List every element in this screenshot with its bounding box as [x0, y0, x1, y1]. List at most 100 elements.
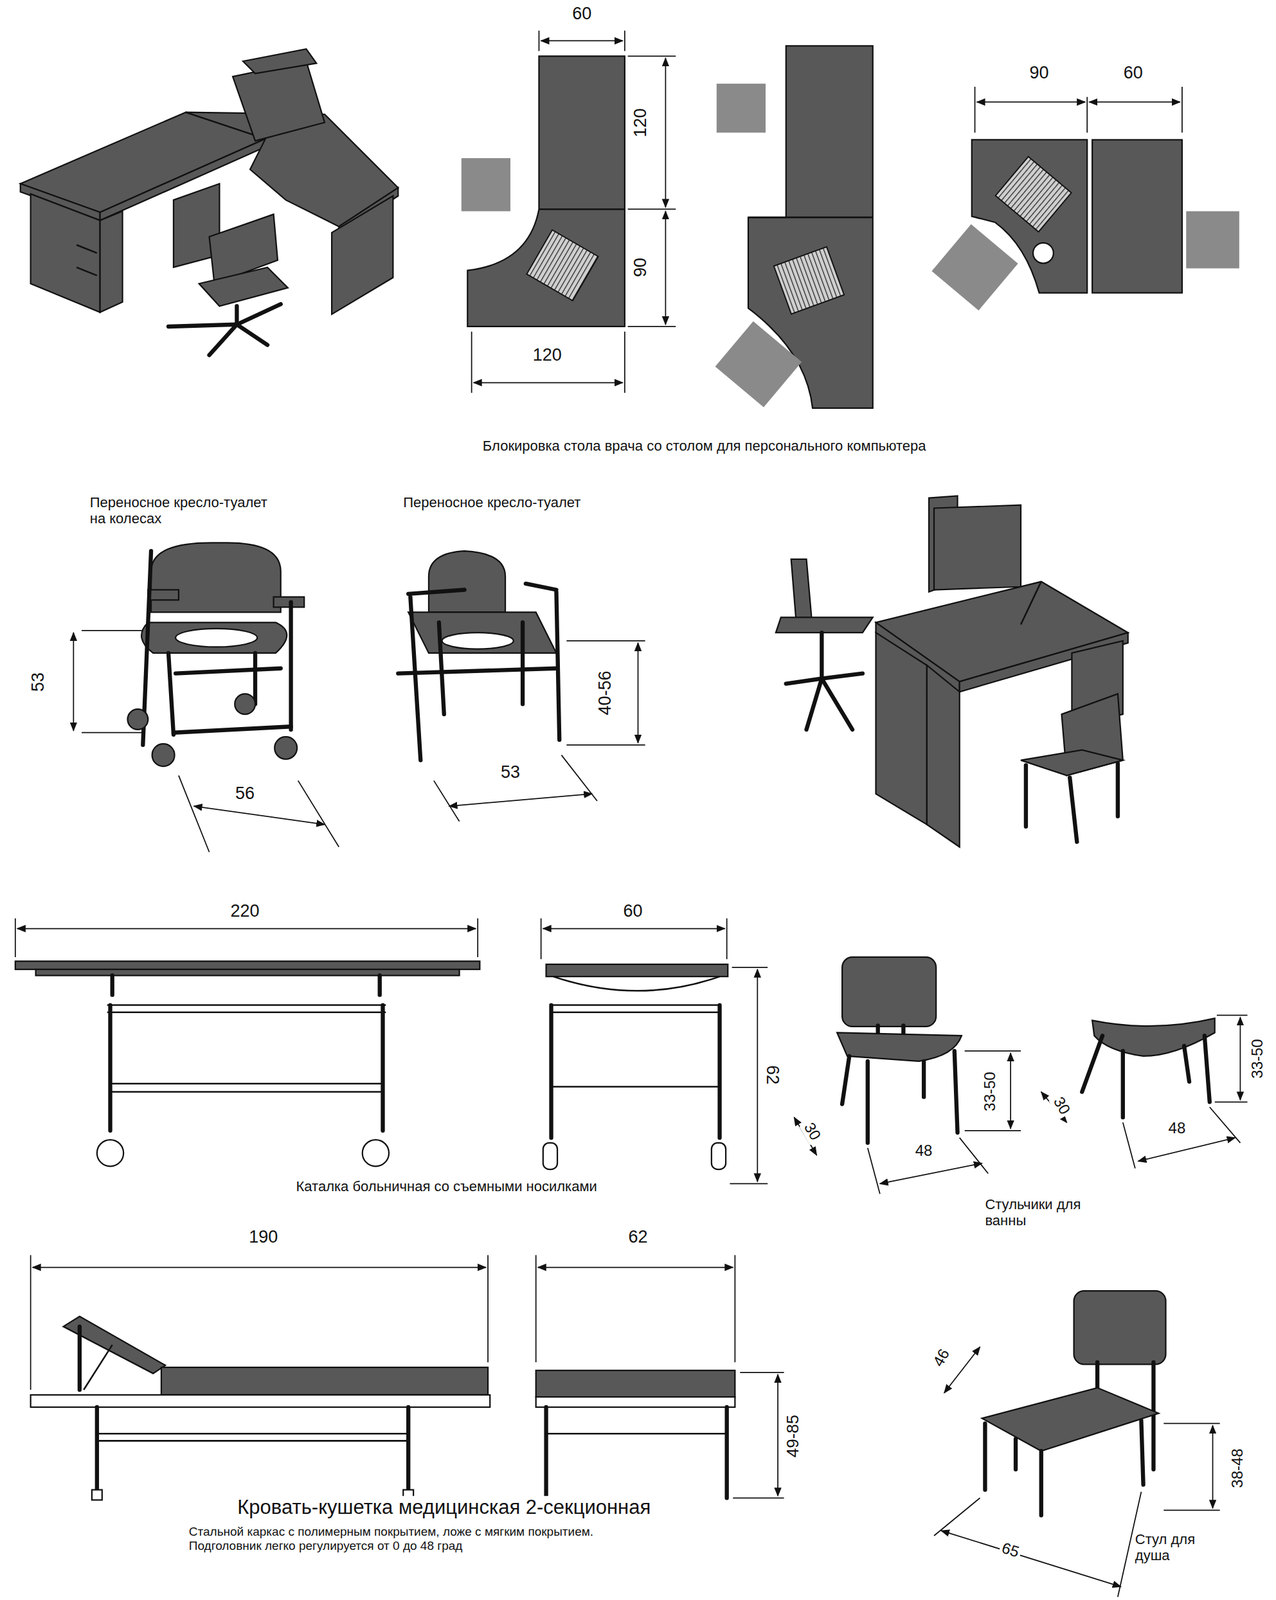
drawing-part [1013, 1438, 1018, 1470]
drawing-part [439, 622, 445, 715]
drawing-part [1088, 101, 1180, 103]
drawing-part [1186, 211, 1240, 269]
drawing-part [1141, 1420, 1143, 1485]
drawing-part [637, 642, 639, 744]
drawing-part [1163, 1423, 1220, 1425]
drawing-part [974, 86, 976, 133]
drawing-part [543, 1142, 558, 1170]
drawing-part [1074, 1290, 1167, 1365]
dimension-label: 90 [1027, 63, 1052, 84]
hospital-stretcher-front [541, 918, 769, 1185]
drawing-part [739, 1371, 784, 1374]
drawing-part [406, 1407, 411, 1498]
drawing-part [110, 1090, 384, 1093]
drawing-part [791, 559, 812, 623]
dimension-label: 40-56 [595, 669, 616, 718]
desk-plan [461, 30, 676, 394]
dimension-label: 190 [246, 1227, 280, 1248]
drawing-part [476, 918, 479, 958]
desk-plan [931, 86, 1239, 311]
drawing-part [110, 1083, 384, 1086]
drawing-part [880, 1163, 983, 1185]
drawing-part [1214, 1101, 1248, 1103]
drawing-part [17, 928, 476, 930]
commode-chair [397, 550, 645, 822]
drawing-part [380, 1005, 385, 1131]
drawing-part [520, 622, 525, 704]
drawing-part [1121, 1051, 1125, 1118]
bath-stool [1041, 1015, 1248, 1169]
dimension-label: 56 [233, 784, 257, 805]
drawing-part [471, 331, 473, 393]
drawing-part [151, 542, 281, 612]
drawing-part [865, 1061, 870, 1143]
drawing-part [821, 673, 863, 679]
dimension-label: 48 [1166, 1119, 1188, 1138]
dimension-label: 62 [626, 1227, 650, 1248]
dimension-label: 33-50 [981, 1069, 1000, 1113]
caption-text: Стульчики для ванны [984, 1196, 1098, 1230]
drawing-part [1123, 1122, 1136, 1169]
drawing-part [941, 1530, 1121, 1587]
drawing-part [1240, 1017, 1242, 1101]
dimension-label: 60 [570, 4, 594, 25]
drawing-part [786, 678, 823, 684]
drawing-part [91, 1490, 103, 1501]
drawing-part [726, 918, 728, 960]
dimension-label: 48 [913, 1141, 935, 1160]
drawing-part [551, 1004, 720, 1007]
drawing-part [83, 1344, 112, 1390]
drawing-part [178, 775, 210, 852]
drawing-part [954, 1051, 958, 1133]
drawing-part [76, 267, 98, 276]
drawing-part [410, 597, 421, 761]
dimension-label: 60 [1121, 63, 1145, 84]
drawing-part [982, 1387, 1160, 1451]
hospital-stretcher [15, 918, 481, 1167]
drawing-part [1020, 750, 1124, 776]
drawing-part [921, 1061, 926, 1098]
drawing-part [715, 321, 803, 408]
drawing-part [274, 736, 297, 760]
drawing-part [624, 331, 626, 393]
drawing-part [408, 611, 557, 653]
double-desk [775, 495, 1129, 847]
drawing-part [95, 1407, 99, 1498]
drawing-part [1184, 1045, 1190, 1082]
caption-text: Каталка больничная со съемными носилками [296, 1178, 603, 1195]
caption-text: Переносное кресло-туалет [403, 494, 669, 511]
drawing-part [538, 30, 540, 52]
drawing-part [1138, 1137, 1236, 1162]
drawing-part [433, 780, 460, 821]
drawing-part [461, 158, 511, 212]
drawing-part [1092, 139, 1183, 293]
drawing-part [934, 505, 1021, 591]
drawing-part [732, 966, 769, 969]
drawing-part [977, 101, 1086, 103]
medical-couch-front [536, 1254, 785, 1498]
drawing-part [724, 1407, 729, 1498]
drawing-part [1115, 763, 1120, 817]
drawing-part [127, 709, 149, 730]
dimension-label: 33-50 [1249, 1036, 1268, 1080]
dimension-label: 53 [498, 763, 522, 783]
drawing-part [397, 668, 557, 674]
drawing-part [732, 1497, 784, 1499]
drawing-part [487, 1254, 489, 1363]
drawing-part [1020, 581, 1042, 625]
drawing-part [236, 324, 268, 346]
drawing-part [1209, 1106, 1241, 1143]
drawing-part [298, 780, 340, 847]
drawing-part [72, 632, 74, 731]
dimension-label: 60 [621, 901, 645, 922]
drawing-part [449, 793, 593, 807]
caption-text: Стул для душа [1135, 1531, 1223, 1564]
corner-desk [20, 48, 399, 355]
drawing-part [548, 1005, 553, 1138]
drawing-part [1033, 242, 1054, 264]
drawing-part [100, 211, 123, 313]
drawing-part [1216, 1015, 1248, 1017]
dimension-label: 220 [228, 901, 262, 922]
drawing-part [30, 194, 101, 313]
